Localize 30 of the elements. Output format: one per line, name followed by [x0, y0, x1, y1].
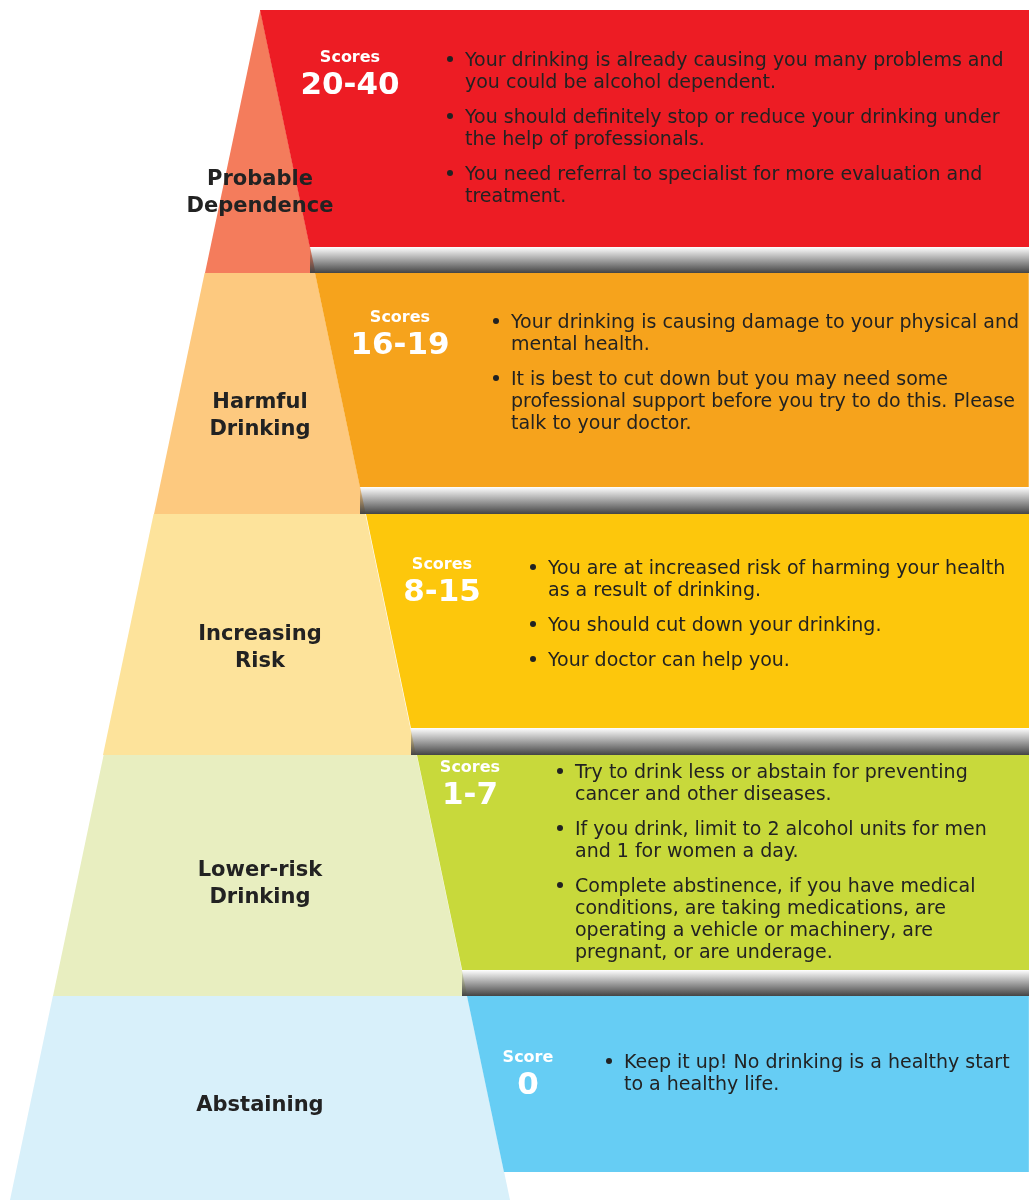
bullet-text: Keep it up! No drinking is a healthy start to a healthy life.: [604, 1050, 1020, 1094]
bullet-text: Complete abstinence, if you have medical conditions, are taking medications, are operating a vehicle or machinery, are pregnant, or are underage.: [555, 874, 1020, 962]
tier-label: Harmful Drinking: [208, 388, 312, 442]
tier-label: Increasing Risk: [197, 620, 323, 674]
bullet-text: If you drink, limit to 2 alcohol units for men and 1 for women a day.: [555, 817, 1020, 861]
tier-label: Lower-risk Drinking: [196, 856, 324, 910]
bullet-text: It is best to cut down but you may need some professional support before you try to do this. Please talk to your doctor.: [491, 367, 1020, 433]
score-heading: Scores: [319, 48, 381, 66]
bullet-text: You should definitely stop or reduce your drinking under the help of professionals.: [445, 105, 1020, 149]
score-range: 16-19: [350, 326, 450, 360]
score-heading: Scores: [439, 758, 501, 776]
bullet-text: You should cut down your drinking.: [528, 613, 1020, 635]
score-band: [467, 996, 1029, 1172]
score-band: [365, 514, 1029, 728]
score-range: 8-15: [403, 573, 481, 607]
bullet-text: You are at increased risk of harming your health as a result of drinking.: [528, 556, 1020, 600]
score-range: 20-40: [300, 66, 400, 100]
score-range: 1-7: [442, 776, 498, 810]
tier-label: Abstaining: [195, 1090, 325, 1118]
bullet-text: Try to drink less or abstain for preventing cancer and other diseases.: [555, 760, 1020, 804]
score-band: [416, 755, 1029, 970]
score-heading: Scores: [411, 555, 473, 573]
bullet-text: Your drinking is already causing you many problems and you could be alcohol dependent.: [445, 48, 1020, 92]
score-band: [315, 273, 1029, 487]
bullet-text: You need referral to specialist for more evaluation and treatment.: [445, 162, 1020, 206]
bullet-text: Your drinking is causing damage to your physical and mental health.: [491, 310, 1020, 354]
score-heading: Scores: [369, 308, 431, 326]
score-heading: Score: [502, 1048, 554, 1066]
bullet-text: Your doctor can help you.: [528, 648, 1020, 670]
score-range: 0: [517, 1066, 539, 1100]
